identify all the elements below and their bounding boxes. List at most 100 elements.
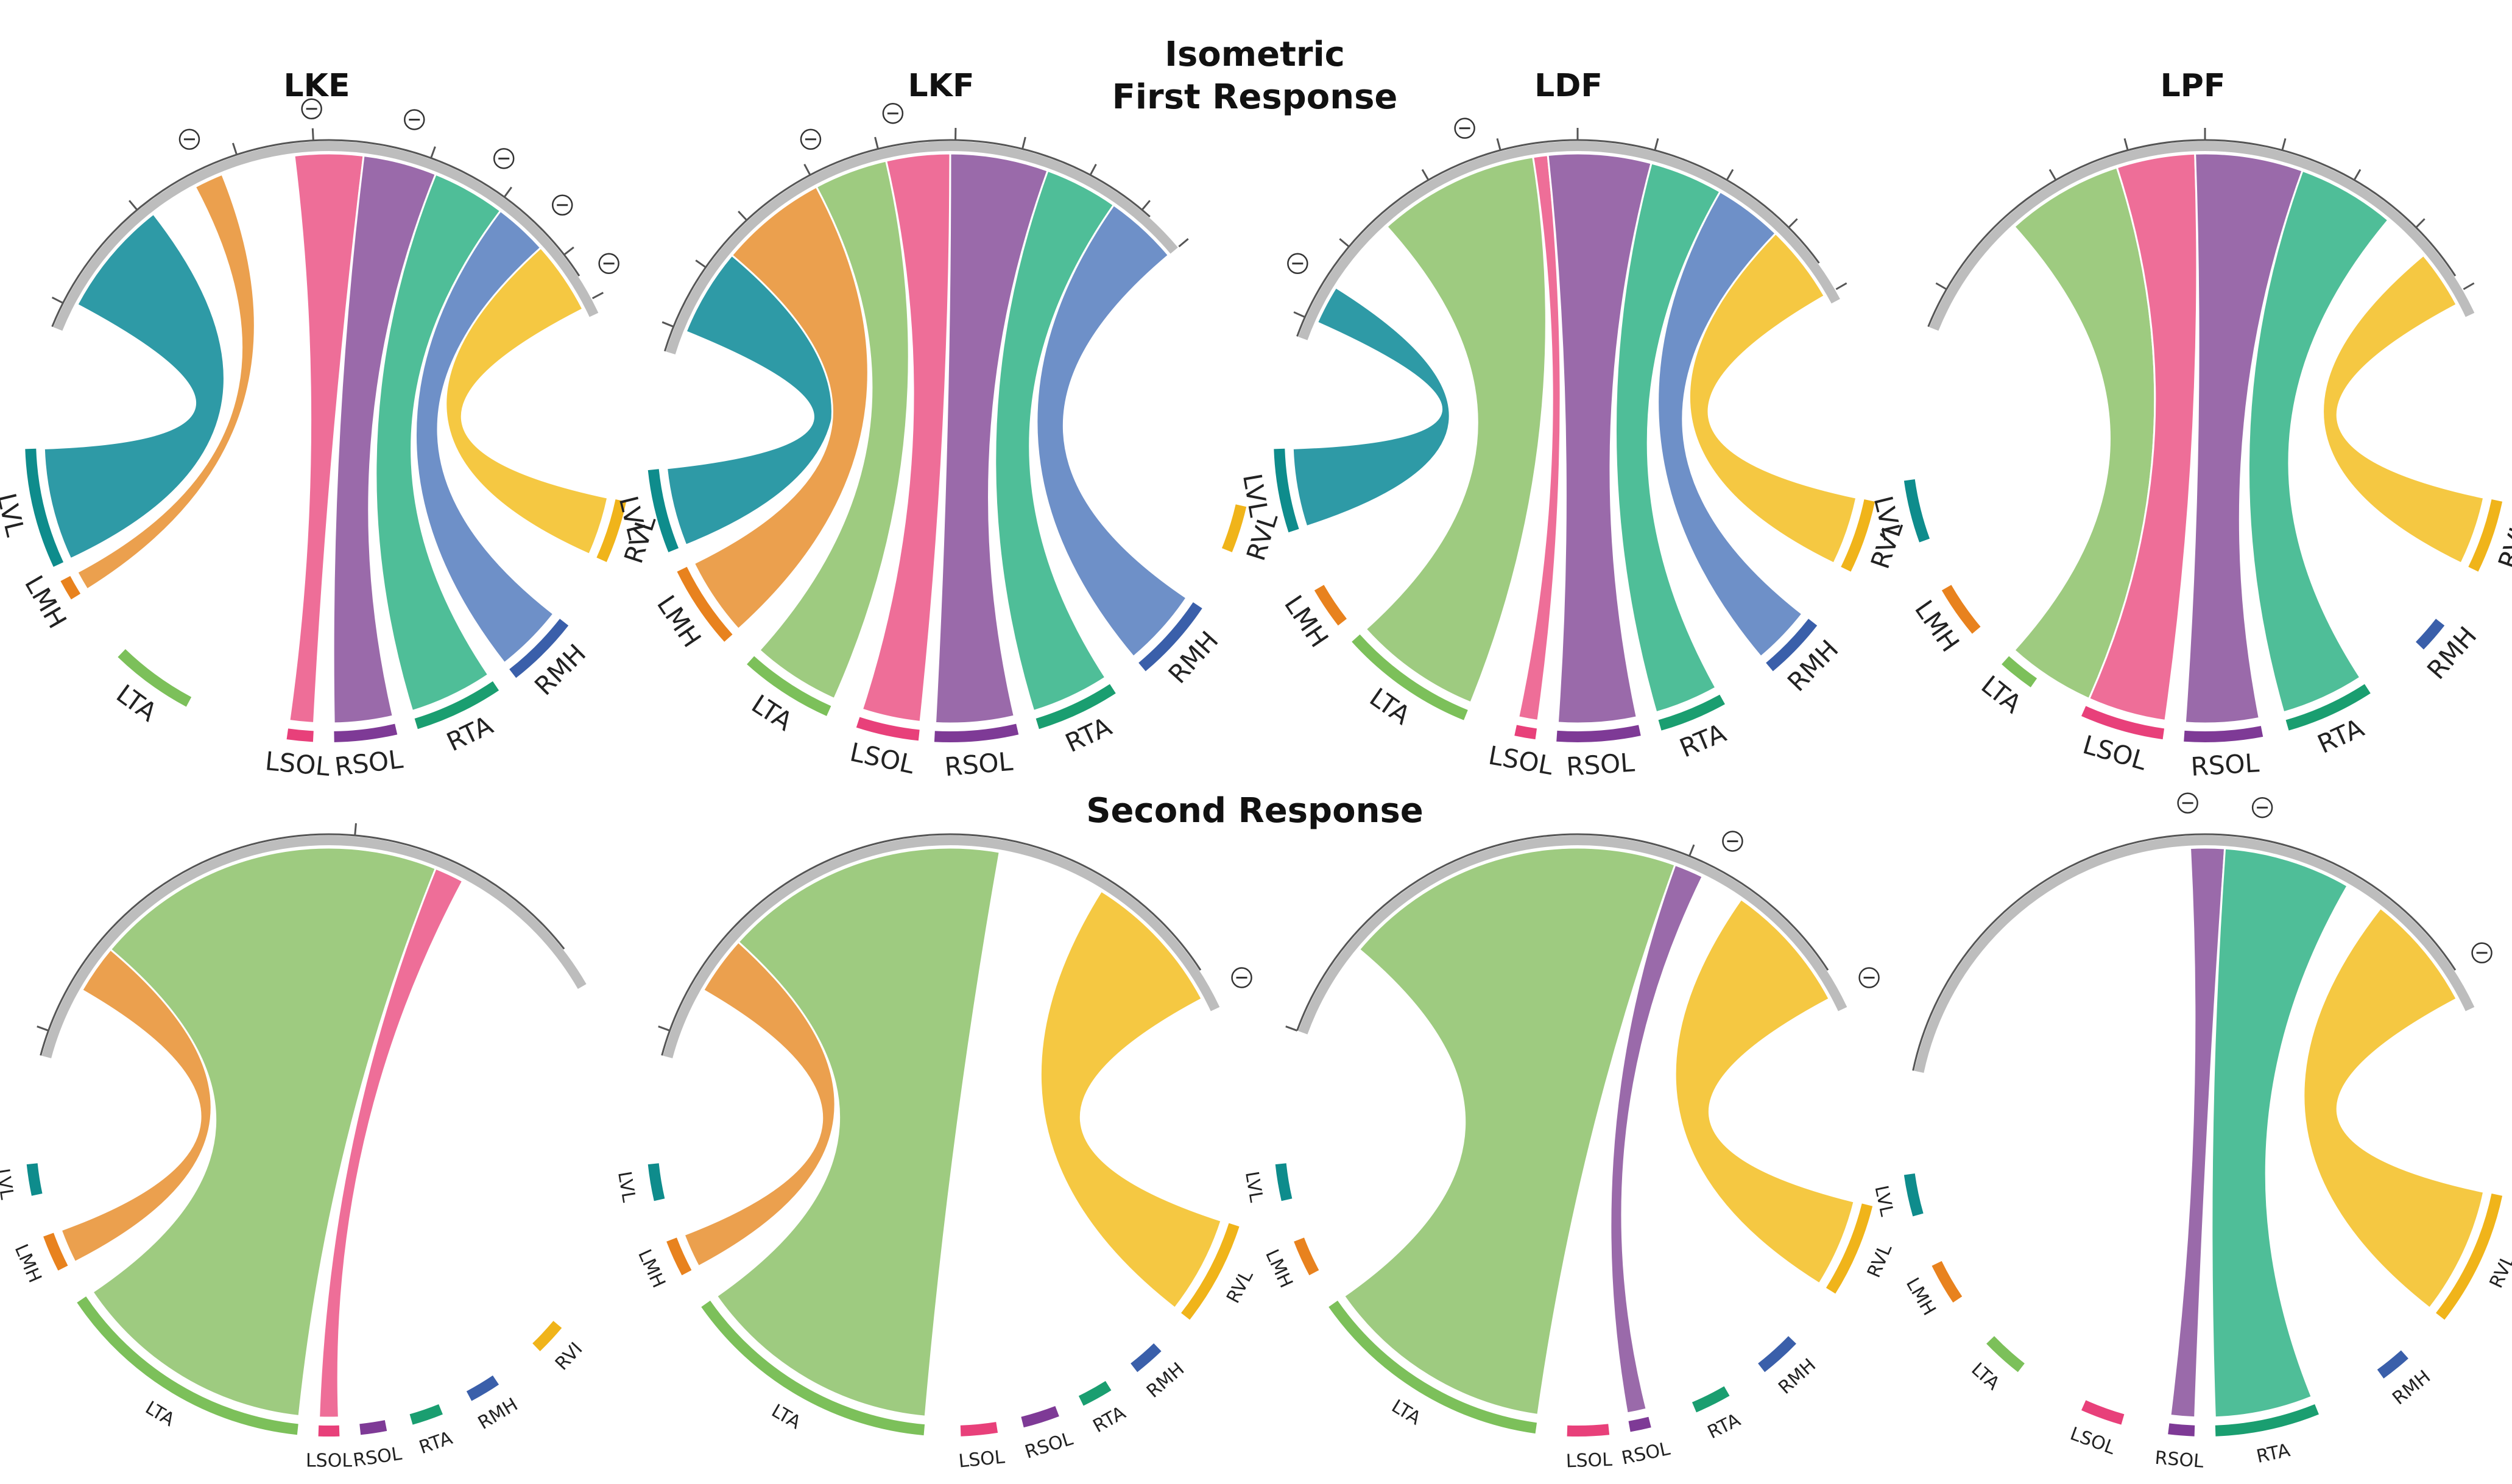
axis-tick (1935, 282, 1947, 290)
muscle-label-lvl: LVL (0, 1167, 18, 1201)
muscle-label-lsol: LSOL (958, 1446, 1006, 1472)
muscle-arc-rvl (1841, 499, 1875, 572)
muscle-arc-rvl (2436, 1194, 2503, 1320)
muscle-arc-rta (414, 681, 499, 730)
axis-tick (430, 146, 436, 159)
muscle-label-rvl: RVL (2486, 1251, 2512, 1292)
chord-lta (715, 846, 1001, 1418)
top-composite-arc (666, 141, 1178, 355)
muscle-label-lvl: LVL (0, 490, 30, 540)
muscle-arc-lmh (60, 575, 81, 600)
muscle-arc-lvl (25, 448, 64, 567)
muscle-label-lmh: LMH (1902, 1275, 1940, 1320)
muscle-arc-lsol (2081, 706, 2165, 740)
chord-rta (2247, 169, 2390, 714)
muscle-arc-rvl (1826, 1203, 1873, 1294)
muscle-label-rta: RTA (1061, 711, 1117, 758)
muscle-label-rmh: RMH (2388, 1366, 2435, 1409)
chord-lvl (1291, 286, 1451, 528)
muscle-label-lvl: LVL (613, 1170, 640, 1204)
muscle-arc-rsol (2168, 1423, 2195, 1437)
muscle-arc-lta (1328, 1300, 1537, 1434)
muscle-arc-lmh (43, 1233, 68, 1271)
axis-tick (2463, 282, 2475, 290)
muscle-label-lta: LTA (141, 1397, 178, 1431)
muscle-arc-rsol (359, 1420, 387, 1435)
muscle-label-rvl: RVL (1222, 1267, 1258, 1307)
axis-tick (1089, 163, 1097, 176)
muscle-arc-lta (2002, 656, 2037, 687)
muscle-arc-lsol (286, 728, 314, 742)
chord-lvl (43, 213, 225, 560)
muscle-arc-lta (77, 1296, 298, 1435)
axis-tick (1688, 844, 1695, 857)
top-axis-line (40, 833, 565, 1056)
chord-rvl (1039, 890, 1222, 1310)
muscle-label-lvl: LVL (1868, 493, 1908, 543)
muscle-arc-rvl (596, 499, 627, 562)
muscle-arc-lsol (856, 717, 920, 741)
axis-tick (695, 259, 707, 269)
muscle-arc-lta (1352, 634, 1468, 720)
top-axis-line (1296, 139, 1820, 337)
axis-tick (1293, 311, 1305, 318)
axis-tick (1178, 238, 1189, 248)
muscle-arc-lmh (1294, 1237, 1319, 1276)
panel-title-lke: LKE (284, 68, 350, 104)
muscle-arc-rmh (509, 619, 569, 678)
muscle-arc-lta (747, 656, 831, 716)
axis-tick (658, 1025, 671, 1032)
axis-tick (563, 246, 574, 256)
chord-rvl (2322, 254, 2485, 565)
muscle-arc-lsol (960, 1422, 998, 1437)
muscle-arc-rmh (1766, 619, 1818, 672)
muscle-label-rsol: RSOL (1565, 747, 1636, 782)
chord-lta (1364, 156, 1547, 704)
muscle-label-lsol: LSOL (2080, 730, 2150, 776)
muscle-label-rta: RTA (1704, 1409, 1744, 1443)
axis-tick (1421, 169, 1430, 181)
chord-lta (91, 846, 437, 1418)
muscle-label-rsol: RSOL (944, 747, 1015, 782)
muscle-arc-rta (2285, 684, 2371, 731)
muscle-arc-lmh (1941, 585, 1981, 634)
top-composite-arc (1914, 835, 2475, 1073)
top-composite-arc (53, 141, 599, 331)
muscle-label-lta: LTA (767, 1400, 804, 1433)
muscle-arc-rta (1692, 1386, 1730, 1413)
muscle-label-rta: RTA (417, 1427, 456, 1458)
muscle-arc-rta (2215, 1404, 2319, 1437)
top-axis-line (663, 139, 1151, 352)
header-line2: First Response (1112, 77, 1398, 117)
axis-tick (37, 1025, 49, 1032)
muscle-arc-rta (1035, 684, 1116, 730)
muscle-arc-rvl (2468, 499, 2503, 572)
axis-tick (662, 321, 674, 328)
axis-tick (874, 136, 879, 149)
chord-rmh (1035, 203, 1188, 658)
chord-rsol (2184, 152, 2304, 725)
muscle-label-rsol: RSOL (2190, 748, 2260, 782)
top-axis-line (1912, 833, 2457, 1071)
muscle-label-rta: RTA (1675, 718, 1730, 764)
chord-rvl (2302, 907, 2485, 1310)
muscle-arc-rsol (334, 723, 398, 742)
top-composite-arc (1298, 835, 1847, 1035)
muscle-label-rvl: RVL (1863, 1241, 1896, 1281)
muscle-arc-lta (1986, 1336, 2025, 1373)
muscle-label-lvl: LVL (1241, 1170, 1267, 1204)
muscle-label-rsol: RSOL (2154, 1447, 2204, 1472)
chord-rvl (445, 246, 609, 556)
muscle-arc-rmh (466, 1375, 499, 1401)
muscle-arc-rvl (1221, 504, 1247, 552)
muscle-arc-rsol (2184, 726, 2263, 742)
muscle-label-lta: LTA (1967, 1359, 2003, 1394)
muscle-arc-lvl (647, 1163, 665, 1201)
top-axis-line (1927, 139, 2457, 328)
muscle-arc-rsol (1556, 725, 1641, 743)
